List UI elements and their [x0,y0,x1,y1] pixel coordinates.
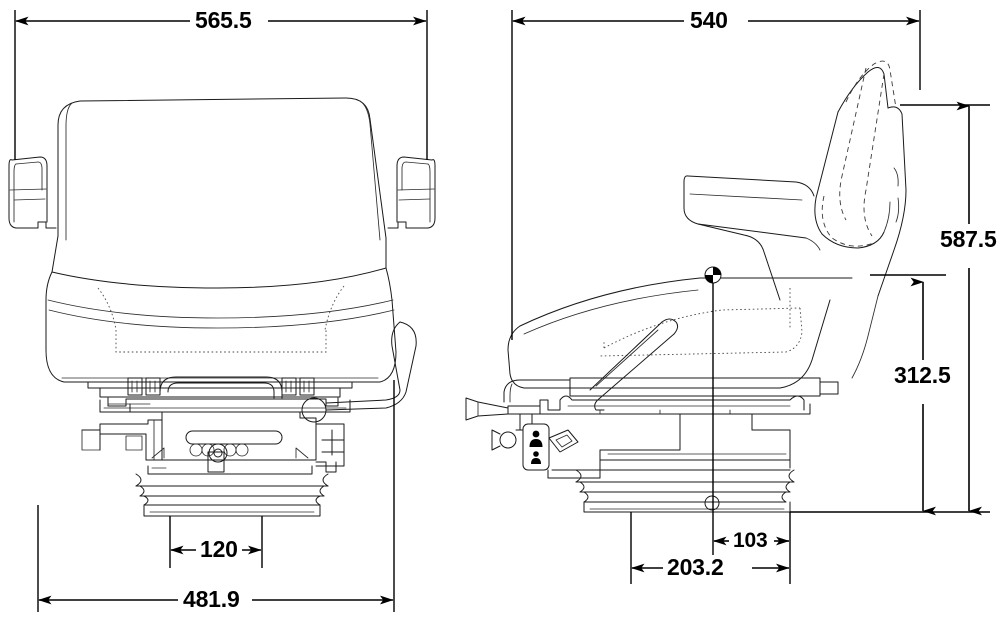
bellows-side [575,469,795,513]
suspension-frame-side [539,395,811,415]
height-lever-front [325,321,417,411]
dimension-front-base-width [37,380,395,612]
suspension-housing-side [547,413,791,479]
bellows-front [135,447,329,517]
rail-hardware [127,377,315,396]
seat-cushion-front [45,267,397,383]
dimension-side-base-offset [630,512,790,584]
dimension-side-depth [511,10,921,340]
person-icon-upper [529,430,543,447]
backrest-side [814,67,907,379]
armrest-side [683,175,821,301]
front-view-geometry [8,97,436,517]
dimension-front-bellows-width [169,516,263,568]
armrest-left [8,156,57,229]
dimension-label-side-pivot-offset: 103 [729,530,772,551]
suspension-frame-front [99,397,351,413]
backrest-hidden-position [821,60,897,247]
person-icon-lower [531,451,541,464]
armrest-right [387,156,436,229]
slide-rail-side [503,377,839,403]
dimension-label-front-overall-width: 565.5 [191,9,256,32]
dimension-side-seat-height [870,274,946,516]
dimension-label-front-bellows-width: 120 [196,538,242,561]
dimension-label-side-depth: 540 [686,9,732,32]
fore-aft-handle [159,376,283,399]
fore-aft-lever-side [589,318,679,411]
weight-adjust-lever [465,397,541,451]
dimension-label-side-seat-height: 312.5 [890,364,955,387]
valve-detail-front [185,430,283,463]
dimension-label-side-base-offset: 203.2 [663,556,728,579]
seat-cushion-side [507,277,853,389]
dimension-front-overall-width [14,10,428,160]
dimension-side-overall-height [790,101,990,516]
datum-point [704,266,722,284]
control-block-front [301,397,345,473]
side-view-geometry [465,60,907,513]
dimension-side-pivot-offset [712,283,791,584]
dimension-label-front-base-width: 481.9 [179,588,244,611]
dimension-label-side-overall-height: 587.5 [936,228,997,251]
weight-adjustment-pictogram [522,423,579,471]
